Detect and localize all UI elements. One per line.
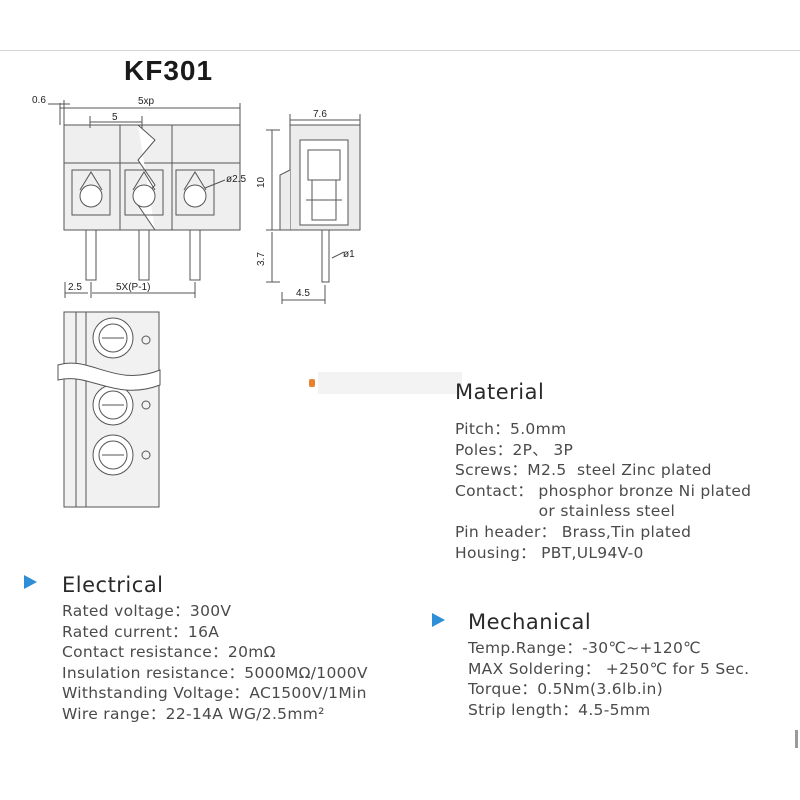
bottom-view: [57, 311, 161, 508]
material-contact-alt: or stainless steel: [455, 502, 676, 521]
mechanical-strip-length: Strip length：4.5-5mm: [468, 700, 651, 719]
mechanical-max-soldering: MAX Soldering： +250℃ for 5 Sec.: [468, 659, 750, 678]
dim-7-6: 7.6: [313, 109, 327, 120]
dim-0-6: 0.6: [32, 95, 46, 106]
product-title: KF301: [124, 55, 214, 86]
dim-3-7: 3.7: [256, 252, 267, 266]
dim-5x-p-1: 5X(P-1): [116, 282, 150, 293]
dim-5: 5: [112, 112, 118, 123]
mechanical-torque: Torque：0.5Nm(3.6lb.in): [468, 680, 664, 699]
material-housing: Housing： PBT,UL94V-0: [455, 543, 644, 562]
dim-dia-2-5: ø2.5: [226, 174, 246, 185]
side-view: [266, 114, 361, 304]
dim-10: 10: [256, 176, 267, 188]
orange-dot: [309, 379, 315, 387]
electrical-heading: Electrical: [62, 573, 164, 597]
mechanical-section: Mechanical Temp.Range：-30℃~+120℃ MAX Sol…: [468, 610, 749, 720]
mechanical-heading: Mechanical: [468, 610, 592, 634]
electrical-withstanding-voltage: Withstanding Voltage：AC1500V/1Min: [62, 684, 367, 703]
electrical-section: Electrical Rated voltage：300V Rated curr…: [62, 573, 368, 725]
material-heading: Material: [455, 380, 545, 404]
dim-dia-1: ø1: [343, 249, 355, 260]
electrical-rated-current: Rated current：16A: [62, 622, 220, 641]
material-contact: Contact： phosphor bronze Ni plated: [455, 481, 752, 500]
dim-4-5: 4.5: [296, 288, 310, 299]
electrical-wire-range: Wire range：22-14A WG/2.5mm²: [62, 704, 325, 723]
dim-5xp: 5xp: [138, 96, 155, 107]
front-view: [48, 100, 241, 298]
top-divider: [0, 50, 800, 51]
material-pitch: Pitch：5.0mm: [455, 420, 567, 438]
electrical-insulation-resistance: Insulation resistance：5000MΩ/1000V: [62, 663, 368, 682]
edge-mark: [795, 730, 798, 748]
electrical-rated-voltage: Rated voltage：300V: [62, 602, 232, 620]
dimension-labels: 0.6 5xp 5 ø2.5 2.5 5X(P-1) 7.6 10 3.7 ø1…: [32, 95, 355, 299]
material-poles: Poles：2P、 3P: [455, 440, 574, 459]
mechanical-temp-range: Temp.Range：-30℃~+120℃: [468, 639, 701, 657]
material-screws: Screws：M2.5 steel Zinc plated: [455, 461, 712, 480]
material-list: Pitch：5.0mm Poles：2P、 3P Screws：M2.5 ste…: [455, 419, 751, 563]
dim-2-5: 2.5: [68, 282, 82, 293]
material-pin-header: Pin header： Brass,Tin plated: [455, 522, 692, 541]
blurred-label: [318, 372, 462, 394]
electrical-arrow-icon: [24, 575, 37, 589]
electrical-contact-resistance: Contact resistance：20mΩ: [62, 643, 276, 662]
mechanical-arrow-icon: [432, 613, 445, 627]
